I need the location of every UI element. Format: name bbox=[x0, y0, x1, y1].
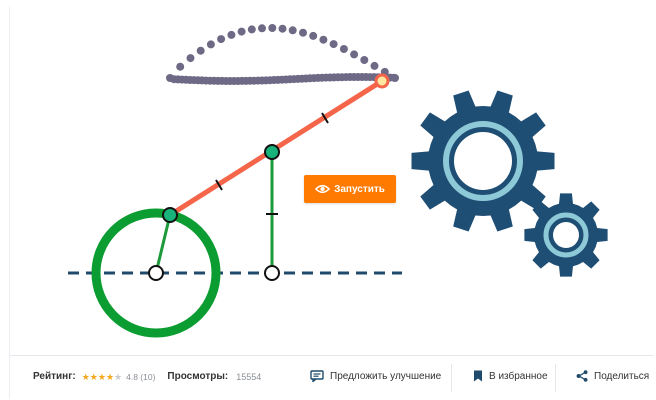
rating-stars[interactable]: ★★★★★ bbox=[82, 372, 122, 382]
rating-star-icon[interactable]: ★ bbox=[89, 371, 98, 382]
crank-joint bbox=[162, 207, 178, 223]
rating-star-icon[interactable]: ★ bbox=[81, 371, 90, 382]
card-footer: Рейтинг: ★★★★★ 4.8 (10) Просмотры: 15554… bbox=[10, 355, 654, 400]
views-count: 15554 bbox=[236, 371, 262, 382]
rod-tick-mark bbox=[321, 112, 329, 124]
trace-dot bbox=[288, 26, 297, 35]
trace-dot bbox=[206, 40, 215, 49]
trace-dot bbox=[350, 50, 359, 59]
ground-pivot-left bbox=[148, 265, 164, 281]
trace-dot bbox=[329, 40, 338, 49]
rod-tick-mark bbox=[215, 179, 223, 191]
simulation-card: Запустить bbox=[10, 8, 654, 354]
eye-icon bbox=[315, 184, 331, 194]
run-button-label: Запустить bbox=[334, 183, 385, 195]
trace-dot bbox=[319, 35, 328, 44]
suggest-improvement-label: Предложить улучшение bbox=[330, 370, 442, 382]
trace-dot bbox=[309, 31, 318, 40]
trace-dot bbox=[258, 24, 266, 33]
rating-star-icon[interactable]: ★ bbox=[97, 371, 106, 382]
share-icon bbox=[576, 370, 588, 382]
trace-dot bbox=[176, 62, 185, 71]
add-to-favorites-button[interactable]: В избранное bbox=[473, 370, 548, 382]
share-label: Поделиться bbox=[594, 370, 650, 382]
trace-dot bbox=[217, 35, 226, 44]
mechanism-illustration bbox=[68, 24, 608, 338]
tracer-point bbox=[374, 73, 390, 89]
crank-arm bbox=[154, 214, 172, 274]
trace-dot bbox=[237, 27, 246, 36]
rating-label: Рейтинг: bbox=[33, 371, 76, 382]
footer-divider bbox=[555, 364, 556, 392]
trace-dot bbox=[299, 28, 307, 37]
rating-block: Рейтинг: ★★★★★ 4.8 (10) Просмотры: 15554 bbox=[33, 371, 261, 382]
trace-dot bbox=[278, 24, 287, 33]
rating-value: 4.8 (10) bbox=[126, 371, 156, 382]
ground-pivot-right bbox=[264, 265, 280, 281]
trace-dot bbox=[247, 25, 256, 34]
trace-dot bbox=[370, 61, 379, 70]
trace-dot bbox=[339, 45, 348, 53]
rating-star-icon[interactable]: ★ bbox=[114, 371, 123, 382]
views-label: Просмотры: bbox=[167, 371, 229, 382]
trace-dot bbox=[196, 46, 205, 55]
trace-dot bbox=[186, 54, 195, 63]
footer-divider bbox=[451, 364, 452, 392]
small-gear-icon bbox=[524, 193, 608, 277]
bookmark-icon bbox=[474, 370, 482, 382]
trace-path-dots bbox=[166, 24, 399, 85]
run-button[interactable]: Запустить bbox=[304, 175, 396, 203]
comment-icon bbox=[310, 370, 324, 382]
trace-dot bbox=[227, 30, 236, 39]
crank-wheel bbox=[91, 208, 221, 338]
trace-dot bbox=[390, 73, 398, 82]
rating-star-icon[interactable]: ★ bbox=[105, 371, 115, 382]
suggest-improvement-button[interactable]: Предложить улучшение bbox=[310, 370, 441, 382]
trace-dot bbox=[268, 24, 277, 32]
rocker-joint bbox=[264, 144, 280, 160]
share-button[interactable]: Поделиться bbox=[576, 370, 649, 382]
trace-dot bbox=[360, 56, 369, 64]
add-to-favorites-label: В избранное bbox=[489, 370, 548, 382]
large-gear-icon bbox=[411, 90, 555, 232]
